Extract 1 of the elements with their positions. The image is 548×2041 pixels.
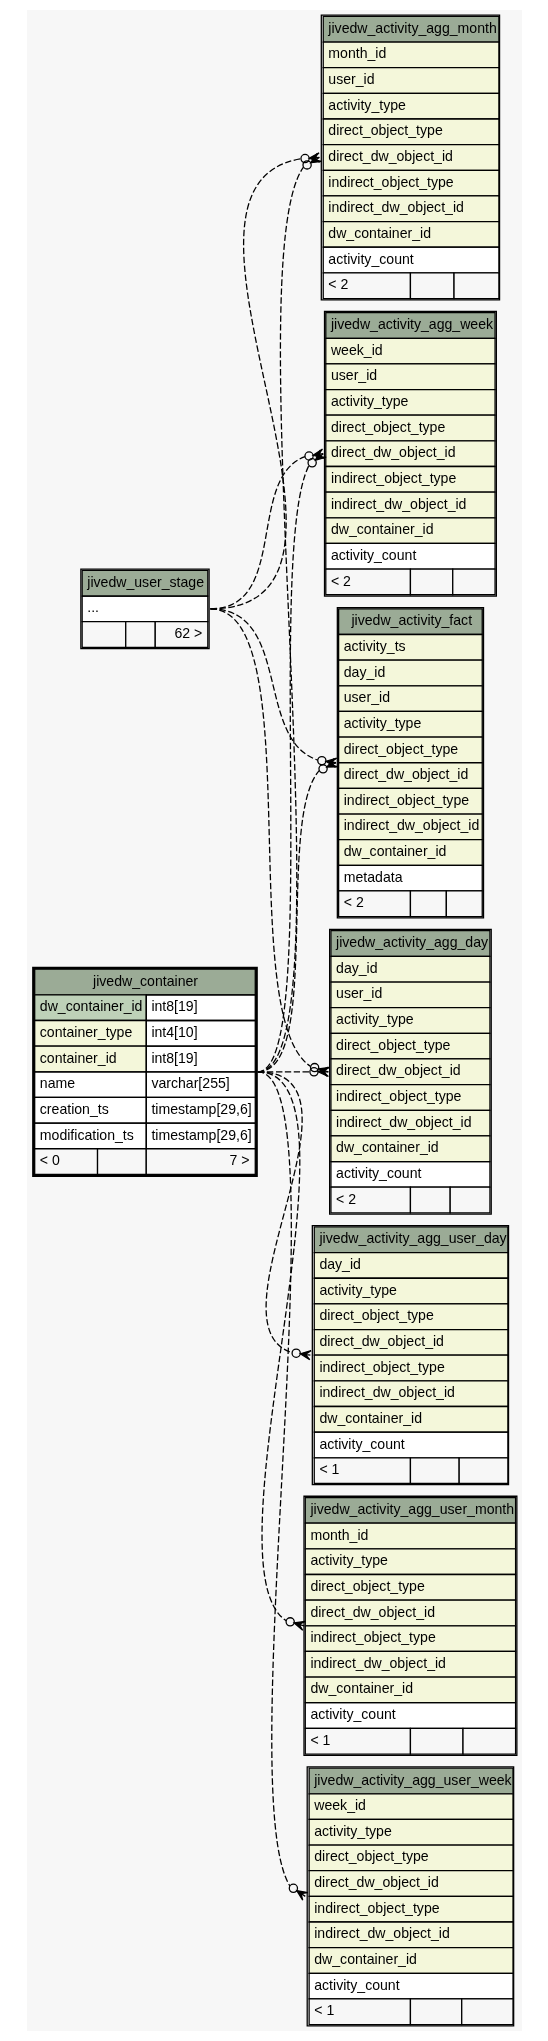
connector [256, 1071, 308, 1901]
